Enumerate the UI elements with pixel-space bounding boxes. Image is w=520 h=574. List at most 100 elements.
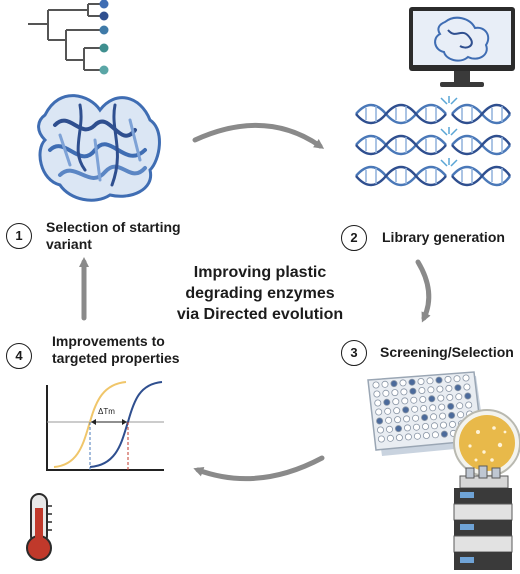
well xyxy=(453,375,461,383)
well xyxy=(393,407,401,415)
well xyxy=(410,396,418,404)
step-2-label: Library generation xyxy=(382,229,505,246)
well xyxy=(376,426,384,434)
protein-structure-icon xyxy=(37,94,161,202)
well xyxy=(455,393,463,401)
step-3-number-badge: 3 xyxy=(341,340,367,366)
well xyxy=(436,385,444,393)
step-1-number-badge: 1 xyxy=(6,223,32,249)
well xyxy=(426,377,434,385)
well xyxy=(372,381,380,389)
well xyxy=(430,422,438,430)
well xyxy=(409,387,417,395)
arrow-2-to-3 xyxy=(415,259,432,323)
well xyxy=(421,422,429,430)
well xyxy=(413,432,421,440)
well xyxy=(373,390,381,398)
step-4-label: Improvements to targeted properties xyxy=(52,333,180,367)
well xyxy=(376,417,384,425)
arrow-1-to-2 xyxy=(192,122,325,149)
hplc-instrument-icon xyxy=(453,465,513,570)
well xyxy=(385,425,393,433)
well xyxy=(390,380,398,388)
well xyxy=(418,386,426,394)
well xyxy=(440,430,448,438)
well xyxy=(429,404,437,412)
well xyxy=(403,415,411,423)
well xyxy=(412,423,420,431)
well xyxy=(402,406,410,414)
cycle-arrows xyxy=(79,122,432,482)
well xyxy=(375,408,383,416)
well xyxy=(384,407,392,415)
step-1-label: Selection of starting variant xyxy=(46,219,181,253)
well xyxy=(395,434,403,442)
step-3-label: Screening/Selection xyxy=(380,344,514,361)
well xyxy=(419,395,427,403)
arrow-3-to-4 xyxy=(193,455,325,482)
well xyxy=(403,424,411,432)
well xyxy=(464,392,472,400)
thermometer-icon xyxy=(26,493,52,561)
diagram-title-line: Improving plastic xyxy=(193,264,327,281)
well xyxy=(439,412,447,420)
diagram-title: Improving plastic degrading enzymes via … xyxy=(160,262,360,325)
well xyxy=(448,411,456,419)
well xyxy=(421,413,429,421)
well xyxy=(462,374,470,382)
well xyxy=(394,416,402,424)
petri-dish-icon xyxy=(453,409,520,477)
well xyxy=(446,393,454,401)
step-2-number-badge: 2 xyxy=(341,225,367,251)
well xyxy=(391,389,399,397)
well xyxy=(465,401,473,409)
well xyxy=(382,389,390,397)
well xyxy=(399,379,407,387)
well xyxy=(374,399,382,407)
well xyxy=(457,411,465,419)
well xyxy=(394,425,402,433)
well xyxy=(392,398,400,406)
well xyxy=(386,434,394,442)
step-1-label-line: variant xyxy=(46,236,92,252)
well xyxy=(412,414,420,422)
well xyxy=(377,435,385,443)
step-4-label-line: Improvements to xyxy=(52,333,165,349)
well xyxy=(401,397,409,405)
well xyxy=(428,395,436,403)
well xyxy=(448,420,456,428)
well xyxy=(439,421,447,429)
well xyxy=(422,431,430,439)
well xyxy=(411,405,419,413)
diagram-title-line: via Directed evolution xyxy=(176,306,344,323)
step-1-label-line: Selection of starting xyxy=(46,219,181,235)
well xyxy=(417,377,425,385)
well xyxy=(435,376,443,384)
well xyxy=(383,398,391,406)
well xyxy=(427,386,435,394)
well xyxy=(447,402,455,410)
step-3-label-line: Screening/Selection xyxy=(380,344,514,360)
well xyxy=(454,384,462,392)
well xyxy=(437,394,445,402)
well xyxy=(431,431,439,439)
well xyxy=(445,384,453,392)
delta-tm-label: ΔTm xyxy=(98,407,115,416)
well xyxy=(400,388,408,396)
dna-helix-icon xyxy=(355,96,512,187)
well xyxy=(463,383,471,391)
step-4-number-badge: 4 xyxy=(6,343,32,369)
melting-curve-plot xyxy=(46,381,164,471)
step-4-label-line: targeted properties xyxy=(52,350,180,366)
step-2-label-line: Library generation xyxy=(382,229,505,245)
well xyxy=(438,403,446,411)
well xyxy=(404,433,412,441)
well xyxy=(430,413,438,421)
well xyxy=(444,375,452,383)
well xyxy=(381,380,389,388)
monitor-icon xyxy=(409,7,515,87)
diagram-title-line: degrading enzymes xyxy=(185,285,335,302)
plot-axes xyxy=(46,385,164,471)
